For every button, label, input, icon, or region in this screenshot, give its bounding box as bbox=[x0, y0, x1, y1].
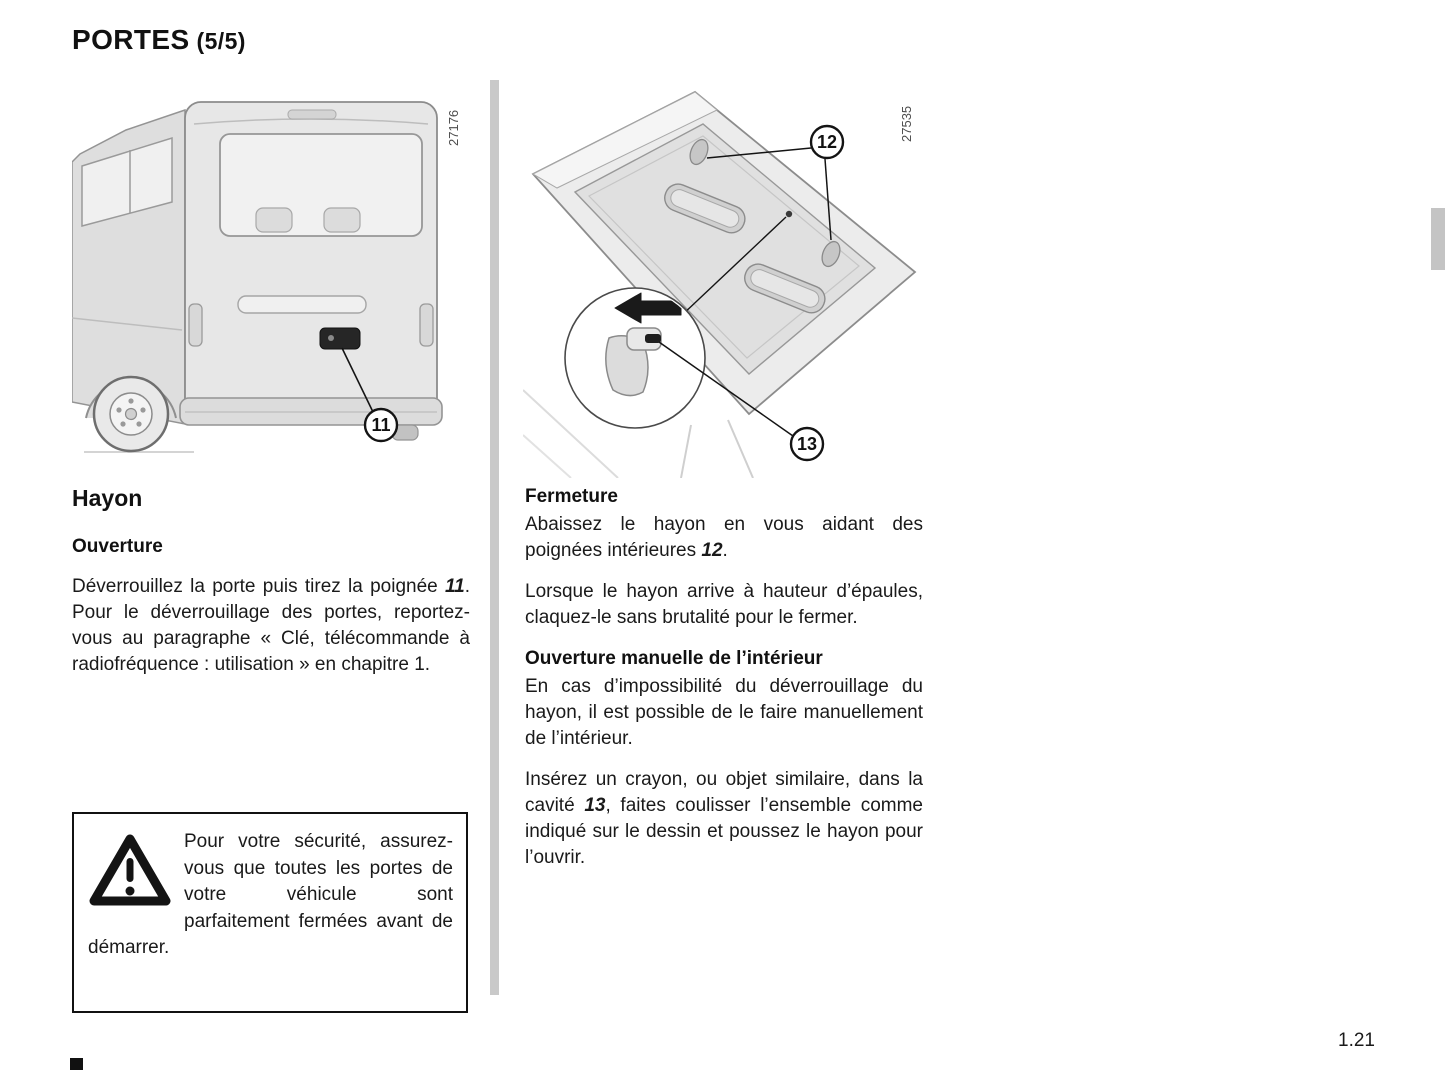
text-run: , faites coulisser l’ensemble comme indi… bbox=[525, 795, 923, 868]
page-title: PORTES(5/5) bbox=[72, 24, 246, 56]
paragraph-ouverture-manuelle-2: Insérez un crayon, ou objet similaire, d… bbox=[525, 767, 923, 871]
tailgate-interior-illustration: 12 13 27535 bbox=[522, 90, 917, 479]
subheading-ouverture: Ouverture bbox=[72, 536, 163, 557]
slide-direction-arrow-icon bbox=[614, 292, 682, 324]
warning-box: Pour votre sécurité, assurez-vous que to… bbox=[72, 812, 468, 1013]
text-run: Abaissez le hayon en vous aidant des poi… bbox=[525, 514, 923, 561]
callout-13-label: 13 bbox=[797, 434, 817, 454]
text-run: . Pour le déverrouillage des portes, rep… bbox=[72, 576, 470, 675]
paragraph-fermeture-1: Abaissez le hayon en vous aidant des poi… bbox=[525, 512, 923, 564]
latch-mechanism bbox=[605, 327, 662, 397]
callout-12-label: 12 bbox=[817, 132, 837, 152]
text-run: Déverrouillez la porte puis tirez la poi… bbox=[72, 576, 445, 597]
section-heading-fermeture: Fermeture bbox=[525, 486, 618, 507]
text-run: Insérez un crayon, ou objet similaire, d… bbox=[525, 769, 923, 816]
page-title-main: PORTES bbox=[72, 24, 190, 55]
inline-callout-ref-12: 12 bbox=[701, 540, 723, 561]
rear-wheel bbox=[92, 375, 170, 453]
paragraph-ouverture-manuelle-1: En cas d’impossibilité du déverrouillage… bbox=[525, 676, 923, 749]
handle-recess-lower bbox=[744, 263, 826, 314]
handle-recess-upper bbox=[664, 183, 746, 234]
callout-11-label: 11 bbox=[371, 415, 390, 435]
print-registration-mark bbox=[70, 1058, 83, 1070]
cavity-13 bbox=[645, 334, 661, 343]
callout-12-bubble bbox=[809, 124, 845, 160]
paragraph-ouverture: Déverrouillez la porte puis tirez la poi… bbox=[72, 574, 470, 678]
figure-van-rear: 11 27176 bbox=[71, 80, 468, 472]
inline-callout-ref-13: 13 bbox=[584, 795, 606, 816]
figure-tailgate-interior: 12 13 27535 bbox=[522, 80, 963, 479]
warning-triangle-icon bbox=[88, 831, 172, 909]
callout-11-bubble bbox=[363, 407, 399, 443]
grip-hole-lower bbox=[821, 240, 841, 268]
page-title-suffix: (5/5) bbox=[196, 28, 246, 54]
section-heading-hayon: Hayon bbox=[72, 485, 143, 511]
warning-text: Pour votre sécurité, assurez-vous que to… bbox=[88, 831, 453, 958]
van-rear-illustration: 11 27176 bbox=[71, 101, 461, 453]
paragraph-fermeture-2: Lorsque le hayon arrive à hauteur d’épau… bbox=[525, 581, 923, 628]
grip-hole-upper bbox=[689, 138, 709, 166]
inline-callout-ref-11: 11 bbox=[444, 576, 465, 597]
left-column: Hayon Ouverture Déverrouillez la porte p… bbox=[72, 484, 470, 693]
figure-ref-tailgate: 27535 bbox=[899, 106, 914, 142]
text-run: . bbox=[722, 540, 728, 561]
page-number: 1.21 bbox=[1338, 1030, 1375, 1051]
right-column: Fermeture Abaissez le hayon en vous aida… bbox=[525, 484, 923, 886]
figure-ref-van-rear: 27176 bbox=[446, 110, 461, 146]
callout-13-bubble bbox=[789, 426, 825, 462]
tailgate-handle-11 bbox=[319, 327, 361, 350]
column-divider bbox=[490, 80, 499, 995]
chapter-edge-tab bbox=[1431, 208, 1445, 270]
section-heading-ouverture-manuelle: Ouverture manuelle de l’intérieur bbox=[525, 648, 823, 669]
